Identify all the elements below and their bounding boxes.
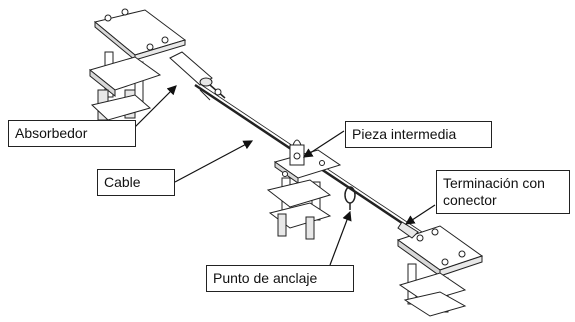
label-absorbedor: Absorbedor [8, 120, 136, 147]
label-terminacion-line1: Terminación con [443, 175, 545, 191]
absorber-device [169, 51, 226, 101]
label-cable: Cable [97, 169, 175, 196]
left-bracket [88, 8, 187, 121]
label-terminacion: Terminación con conector [436, 170, 570, 214]
right-bracket [396, 221, 484, 317]
leader-lines [134, 85, 436, 266]
label-pieza-intermedia: Pieza intermedia [345, 121, 492, 148]
anchor-ring [344, 186, 356, 210]
label-punto-anclaje: Punto de anclaje [206, 265, 354, 292]
intermediate-bracket [266, 139, 342, 240]
label-terminacion-line2: conector [443, 192, 497, 208]
